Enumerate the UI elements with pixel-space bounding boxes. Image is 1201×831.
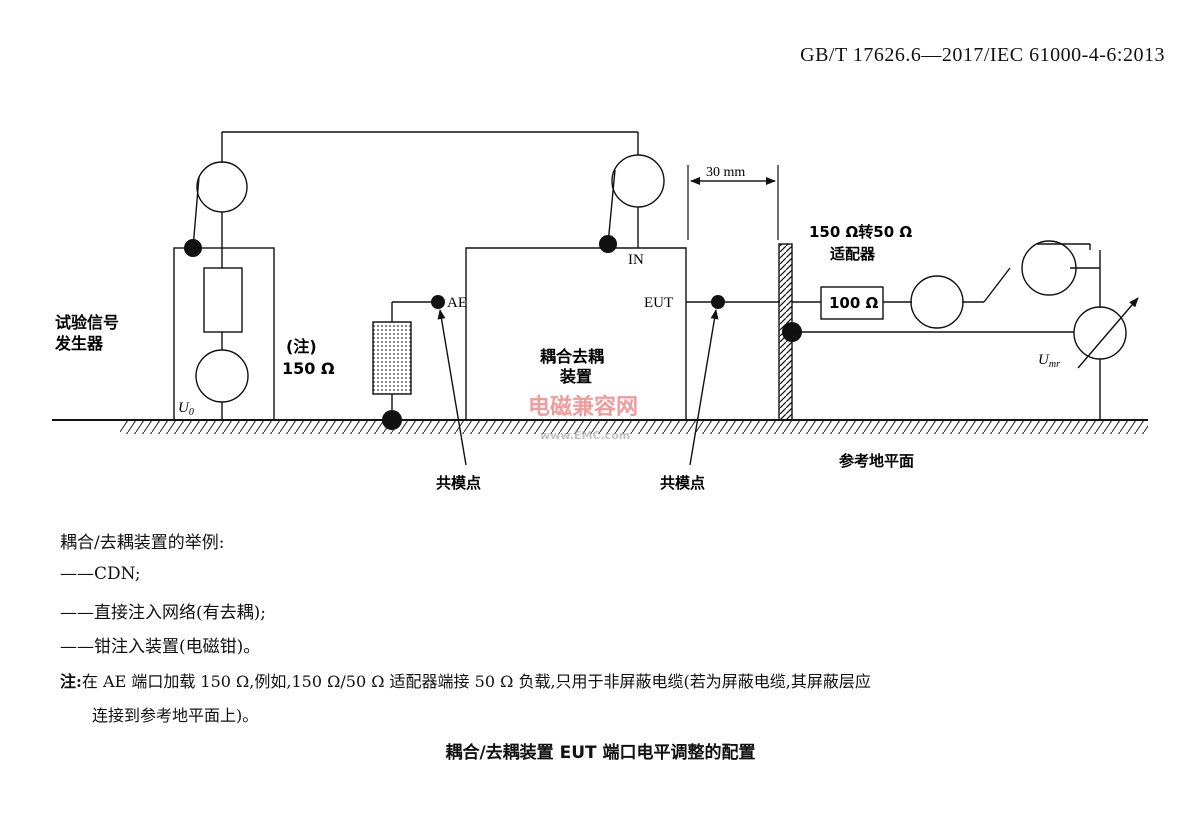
common-mode-point-left: 共模点 — [436, 474, 481, 492]
ae-node-dot — [431, 295, 445, 309]
example-item-clamp: ——钳注入装置(电磁钳)。 — [60, 637, 261, 657]
eut-port-label: EUT — [644, 295, 673, 311]
voltmeter-umr — [1073, 306, 1127, 360]
note-line1: 在 AE 端口加载 150 Ω,例如,150 Ω/50 Ω 适配器端接 50 Ω… — [81, 672, 871, 691]
u0-label: U0 — [178, 400, 194, 418]
umr-label: Umr — [1038, 352, 1060, 370]
measurement-chain — [792, 240, 1139, 420]
generator-label-line1: 试验信号 — [55, 313, 119, 332]
voltage-source-u0 — [195, 349, 249, 403]
current-probe-measure — [1021, 240, 1077, 296]
example-item-direct-injection: ——直接注入网络(有去耦); — [60, 603, 266, 623]
current-transformer-left — [196, 161, 248, 213]
eut-node-dot — [711, 295, 725, 309]
standard-code: GB/T 17626.6—2017/IEC 61000-4-6:2013 — [800, 44, 1165, 66]
ae-load — [372, 301, 438, 420]
adapter-label-line1: 150 Ω转50 Ω — [809, 223, 912, 241]
signal-generator — [173, 161, 275, 421]
note-paragraph: 注:在 AE 端口加载 150 Ω,例如,150 Ω/50 Ω 适配器端接 50… — [60, 668, 871, 692]
resistor-100-label: 100 Ω — [829, 294, 879, 312]
current-probe-adapter — [910, 275, 964, 329]
setup-diagram: 试验信号 发生器 (注) 150 Ω U0 AE IN EUT 耦合去耦 装置 … — [52, 131, 1148, 492]
resistor-100-ohm — [820, 286, 884, 320]
cdn-label-line2: 装置 — [559, 367, 592, 386]
in-port-label: IN — [628, 252, 644, 268]
examples-title: 耦合/去耦装置的举例: — [60, 533, 225, 553]
generator-label-line2: 发生器 — [54, 334, 104, 353]
note-line2: 连接到参考地平面上)。 — [92, 706, 259, 725]
distance-30mm-dimension — [687, 165, 779, 240]
common-mode-point-right: 共模点 — [660, 474, 705, 492]
example-item-cdn: ——CDN; — [60, 564, 141, 584]
ground-plane-label: 参考地平面 — [839, 452, 914, 470]
top-wire — [221, 131, 639, 163]
impedance-150-label: 150 Ω — [282, 359, 335, 378]
figure-caption: 耦合/去耦装置 EUT 端口电平调整的配置 — [445, 743, 756, 763]
ae-ground-dot — [382, 410, 402, 430]
note-marker-label: (注) — [286, 337, 317, 356]
ae-port-label: AE — [447, 295, 467, 311]
cdn-in-node-dot — [599, 235, 617, 253]
generator-impedance — [203, 267, 243, 333]
distance-label: 30 mm — [706, 165, 745, 180]
common-mode-arrows — [437, 309, 719, 466]
current-transformer-right — [611, 154, 665, 208]
ae-load-resistor — [372, 321, 412, 395]
watermark-url: www.EMC.com — [540, 429, 630, 442]
cdn-label-line1: 耦合去耦 — [540, 347, 604, 366]
watermark-cn: 电磁兼容网 — [528, 394, 638, 420]
generator-node-dot — [184, 239, 202, 257]
adapter-label-line2: 适配器 — [830, 245, 876, 263]
note-prefix: 注: — [60, 672, 82, 691]
cdn-box — [465, 154, 780, 420]
